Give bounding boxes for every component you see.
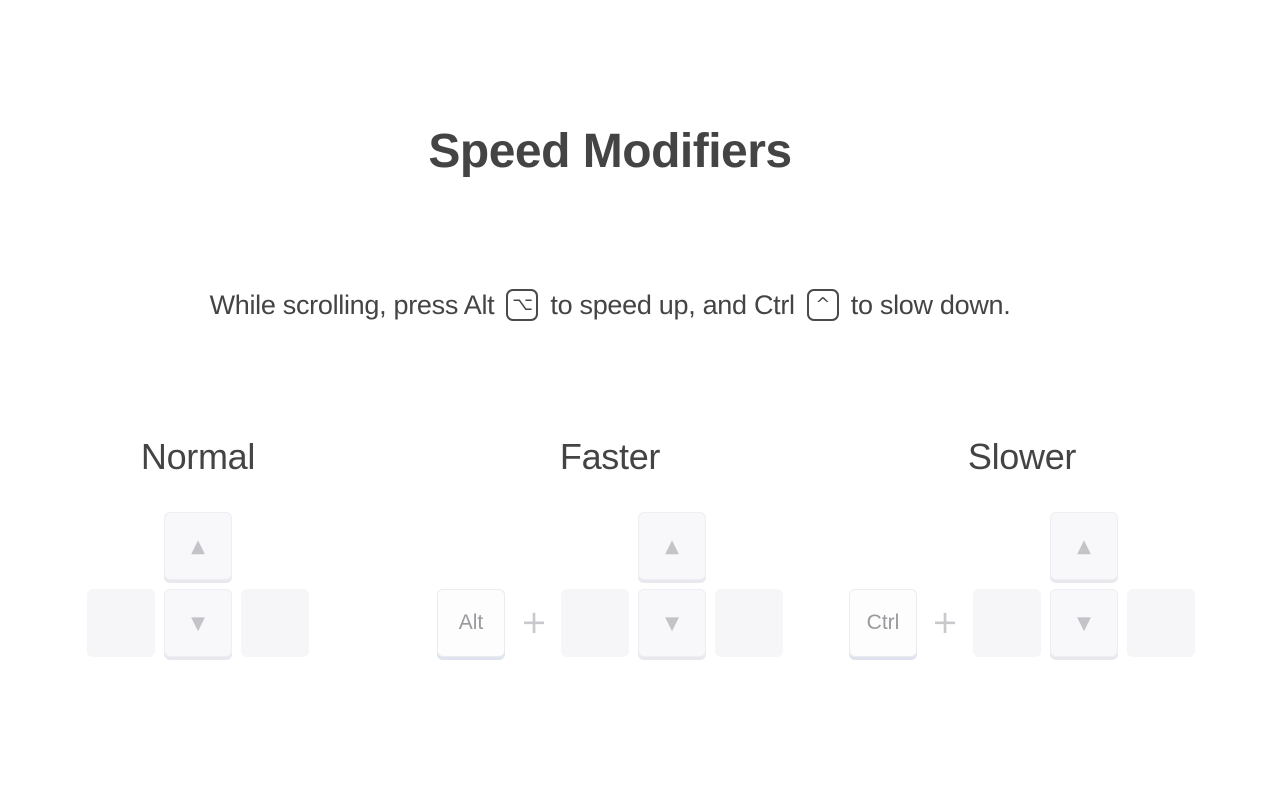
slower-down-arrow-key: ▼ <box>1050 589 1118 657</box>
slower-up-arrow-key: ▲ <box>1050 512 1118 580</box>
slower-right-arrow-key <box>1127 589 1195 657</box>
slower-plus-sign: + <box>931 603 959 641</box>
faster-down-arrow-key: ▼ <box>638 589 706 657</box>
faster-label: Faster <box>559 436 661 477</box>
ctrl-key: Ctrl <box>849 589 917 657</box>
instructions-text-slow-down: to slow down. <box>850 289 1011 320</box>
down-arrow-icon: ▼ <box>191 612 205 634</box>
alt-key: Alt <box>437 589 505 657</box>
instructions-text-alt: While scrolling, press Alt <box>209 289 495 320</box>
up-arrow-icon: ▲ <box>191 535 205 557</box>
down-arrow-icon: ▼ <box>1077 612 1091 634</box>
faster-plus-sign: + <box>520 603 548 641</box>
control-key-icon: ^ <box>806 289 839 321</box>
slower-label: Slower <box>967 436 1077 477</box>
option-key-icon: ⌥ <box>506 289 539 321</box>
faster-up-arrow-key: ▲ <box>638 512 706 580</box>
normal-down-arrow-key: ▼ <box>164 589 232 657</box>
normal-label: Normal <box>140 436 256 477</box>
instructions-line: While scrolling, press Alt ⌥ to speed up… <box>0 289 1220 321</box>
faster-left-arrow-key <box>561 589 629 657</box>
page-title: Speed Modifiers <box>428 125 792 178</box>
normal-right-arrow-key <box>241 589 309 657</box>
instructions-text-speed-up: to speed up, and Ctrl <box>550 289 795 320</box>
faster-right-arrow-key <box>715 589 783 657</box>
down-arrow-icon: ▼ <box>665 612 679 634</box>
up-arrow-icon: ▲ <box>665 535 679 557</box>
normal-up-arrow-key: ▲ <box>164 512 232 580</box>
up-arrow-icon: ▲ <box>1077 535 1091 557</box>
slower-left-arrow-key <box>973 589 1041 657</box>
normal-left-arrow-key <box>87 589 155 657</box>
